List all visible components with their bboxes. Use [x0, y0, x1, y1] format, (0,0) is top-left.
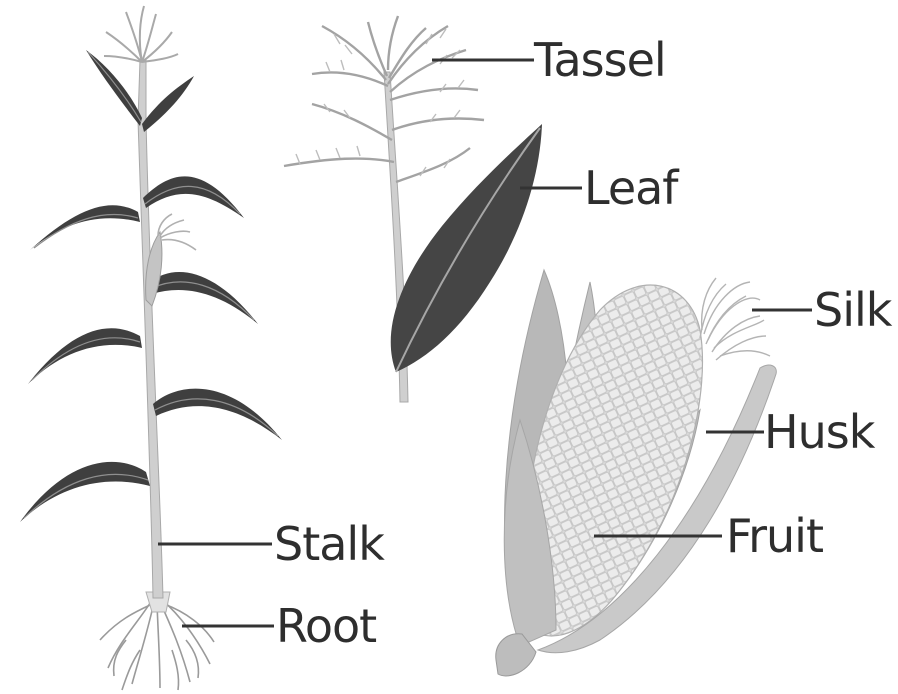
- whole-corn-plant: [20, 6, 282, 690]
- label-fruit: Fruit: [726, 509, 823, 563]
- label-leaf: Leaf: [584, 161, 680, 215]
- corn-ear-detail: [496, 270, 777, 676]
- label-stalk: Stalk: [274, 517, 385, 571]
- plant-roots: [100, 600, 214, 690]
- label-tassel: Tassel: [533, 33, 666, 87]
- label-silk: Silk: [814, 283, 893, 337]
- label-root: Root: [276, 599, 376, 653]
- detail-tassel: [284, 16, 484, 182]
- tassel-leaf-detail: [284, 16, 542, 402]
- plant-tassel: [104, 6, 178, 62]
- corn-silk: [700, 278, 770, 360]
- plant-stalk: [138, 60, 163, 598]
- leader-lines: [158, 60, 812, 626]
- label-husk: Husk: [764, 405, 876, 459]
